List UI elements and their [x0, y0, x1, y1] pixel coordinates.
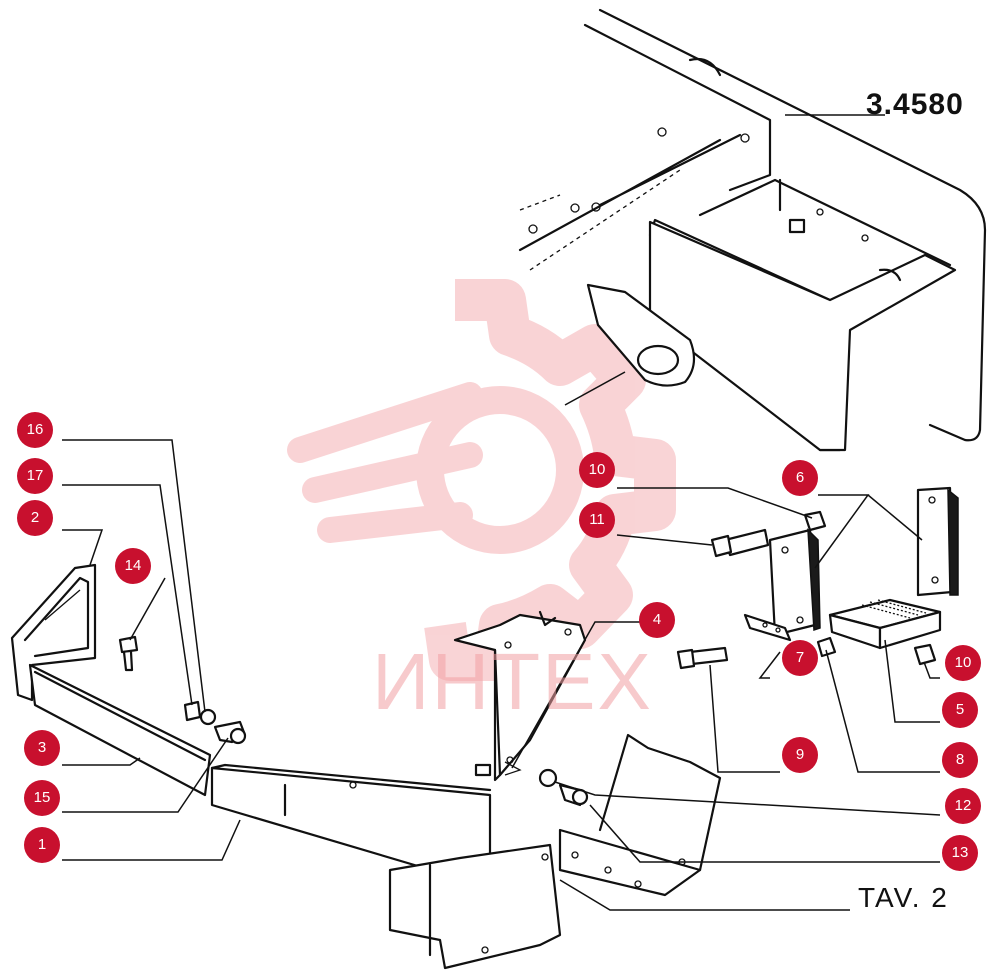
callout-10-lower: 10: [945, 645, 981, 681]
callout-14: 14: [115, 548, 151, 584]
callout-9: 9: [782, 737, 818, 773]
mounting-bracket: [453, 610, 587, 782]
callout-leader-lines: [62, 114, 941, 911]
rubber-pads: [743, 486, 959, 658]
watermark-text: ИНТЕХ: [372, 637, 653, 726]
callout-2: 2: [17, 500, 53, 536]
callout-12: 12: [945, 788, 981, 824]
callout-13: 13: [942, 835, 978, 871]
callout-10-upper: 10: [579, 452, 615, 488]
callout-11: 11: [579, 502, 615, 538]
fasteners: [118, 510, 937, 807]
callout-7: 7: [782, 640, 818, 676]
watermark-gear-logo: [287, 279, 676, 681]
callout-6: 6: [782, 460, 818, 496]
callout-8: 8: [942, 742, 978, 778]
callout-16: 16: [17, 412, 53, 448]
bumper-beam: [10, 563, 722, 970]
callout-4: 4: [639, 602, 675, 638]
callout-17: 17: [17, 458, 53, 494]
callout-3: 3: [24, 730, 60, 766]
chassis-frame: [518, 8, 987, 452]
callout-15: 15: [24, 780, 60, 816]
assembly-reference-number: 3.4580: [866, 88, 964, 121]
table-label: TAV. 2: [858, 882, 949, 913]
callout-5: 5: [942, 692, 978, 728]
callout-1: 1: [24, 827, 60, 863]
